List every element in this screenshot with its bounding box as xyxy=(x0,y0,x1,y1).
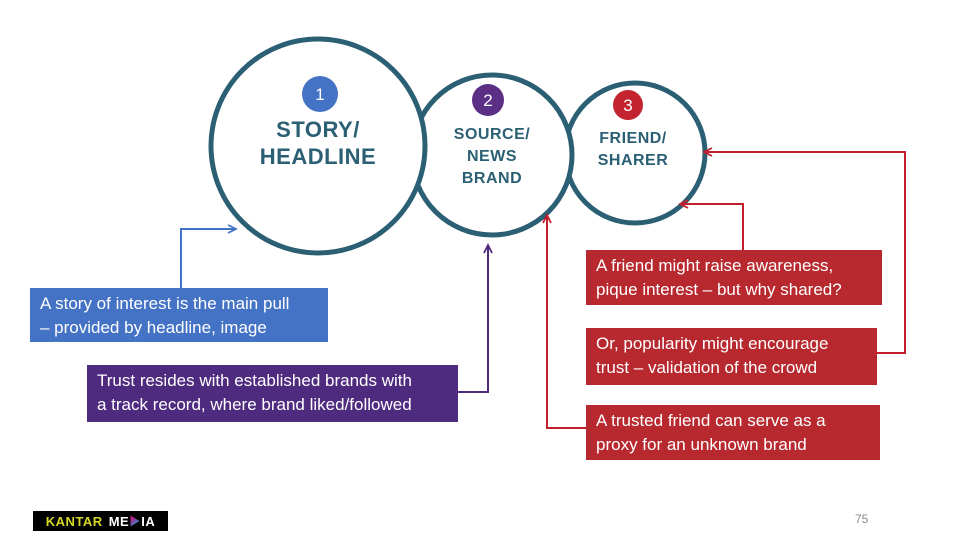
connector-popularity-arrow xyxy=(701,147,906,354)
logo-media-suffix: IA xyxy=(141,513,156,529)
callout-story-interest: A story of interest is the main pull – p… xyxy=(30,288,328,342)
connector-friend-awareness-arrow xyxy=(677,199,744,250)
page-number: 75 xyxy=(855,512,869,526)
play-triangle-icon xyxy=(130,515,140,527)
connector-proxy-arrow xyxy=(542,212,586,429)
circle-story-headline xyxy=(208,36,428,256)
callout-popularity-trust: Or, popularity might encourage trust – v… xyxy=(586,328,877,385)
circle-label-source-news-brand: SOURCE/ NEWS BRAND xyxy=(453,126,531,187)
kantar-media-logo: KANTAR ME IA xyxy=(33,511,168,531)
badge-3: 3 xyxy=(613,90,643,120)
circle-label-friend-sharer: FRIEND/ SHARER xyxy=(597,130,669,169)
callout-trusted-friend-proxy: A trusted friend can serve as a proxy fo… xyxy=(586,405,880,460)
badge-1-number: 1 xyxy=(315,84,325,104)
badge-1: 1 xyxy=(302,76,338,112)
logo-media-prefix: ME xyxy=(108,513,130,529)
circle-label-story-headline: STORY/ HEADLINE xyxy=(259,117,377,169)
badge-2: 2 xyxy=(472,84,504,116)
connector-story-arrow xyxy=(180,224,239,288)
connector-brand-arrow xyxy=(458,242,493,393)
badge-2-number: 2 xyxy=(483,90,493,110)
logo-kantar-text: KANTAR xyxy=(45,513,103,529)
badge-3-number: 3 xyxy=(623,95,633,115)
callout-friend-awareness: A friend might raise awareness, pique in… xyxy=(586,250,882,305)
callout-trust-brands: Trust resides with established brands wi… xyxy=(87,365,458,422)
